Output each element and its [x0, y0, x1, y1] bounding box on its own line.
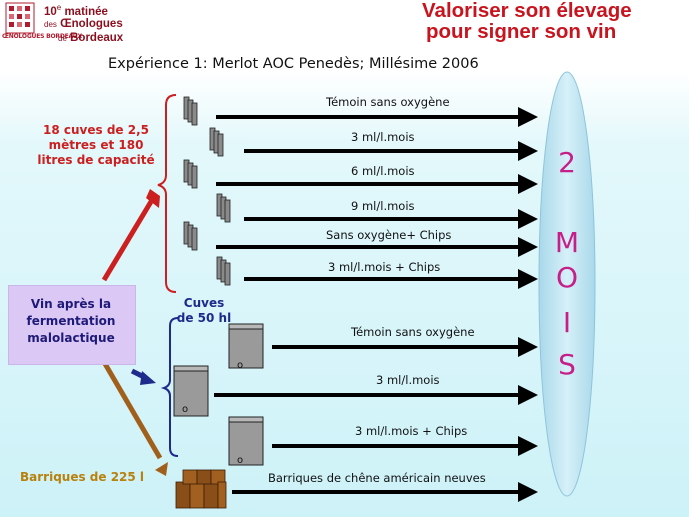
source-wine-line: Vin après la [30, 297, 112, 311]
source-wine-box [8, 285, 136, 365]
event-word: matinée [64, 5, 108, 18]
duration-letter: I [562, 306, 572, 339]
headline-line-2: pour signer son vin [426, 20, 617, 43]
header-bar [0, 0, 689, 52]
source-wine-line: fermentation [26, 314, 116, 328]
red-arrow [101, 189, 160, 282]
headline-line-1: Valoriser son élevage [422, 0, 632, 22]
slide-headline: Valoriser son élevage pour signer son vi… [422, 0, 632, 42]
barrel-stack-icon [175, 469, 227, 509]
treatment-label: 9 ml/l.mois [351, 199, 415, 213]
svg-text:o: o [237, 360, 243, 371]
large-tanks-label-line: Cuves [183, 296, 225, 310]
treatment-label: 3 ml/l.mois [376, 373, 440, 387]
treatment-label: 3 ml/l.mois + Chips [355, 424, 468, 438]
large-tank-icons: o o o [173, 323, 264, 466]
svg-text:o: o [237, 455, 243, 466]
treatment-label: 3 ml/l.mois + Chips [328, 260, 441, 274]
blue-arrow [130, 368, 156, 385]
small-tanks-note-line: litres de capacité [37, 153, 155, 167]
duration-number: 2 [558, 146, 576, 179]
treatment-label: Témoin sans oxygène [351, 325, 475, 339]
small-tanks-note: 18 cuves de 2,5 mètres et 180 litres de … [26, 123, 166, 168]
source-wine-line: malolactique [27, 331, 115, 345]
treatment-arrows [214, 107, 538, 502]
event-number: 10 [44, 5, 57, 18]
logo-caption: ŒNOLOGUES BORDEAUX [2, 33, 82, 40]
treatment-label: 6 ml/l.mois [351, 164, 415, 178]
duration-letter: S [558, 348, 576, 381]
treatment-label: Témoin sans oxygène [326, 95, 450, 109]
large-tanks-brace [160, 317, 179, 457]
event-title: 10e matinée des Œnologues de Bordeaux [44, 2, 123, 45]
barrels-label: Barriques de 225 l [20, 470, 145, 484]
large-tanks-label: Cuves de 50 hl [172, 296, 236, 326]
event-de: de [58, 33, 67, 43]
treatment-label: 3 ml/l.mois [351, 130, 415, 144]
large-tanks-label-line: de 50 hl [176, 311, 232, 325]
small-tanks-note-line: 18 cuves de 2,5 [43, 123, 149, 137]
brown-arrow [101, 360, 168, 476]
svg-text:o: o [182, 404, 188, 415]
small-tanks-note-line: mètres et 180 [48, 138, 144, 152]
small-tanks-icons [183, 96, 231, 286]
duration-letter: O [555, 261, 579, 294]
treatment-label: Barriques de chêne américain neuves [268, 471, 486, 485]
small-tanks-brace [157, 94, 177, 293]
event-bordeaux: Bordeaux [70, 31, 124, 44]
event-des: des [44, 20, 57, 30]
duration-letter: M [554, 226, 580, 259]
source-wine-label: Vin après la fermentation malolactique [8, 296, 134, 347]
treatment-label: Sans oxygène+ Chips [326, 228, 452, 242]
event-number-suffix: e [56, 3, 62, 12]
duration-oval [538, 71, 596, 497]
event-oenologues: Œnologues [60, 18, 123, 31]
experiment-title: Expérience 1: Merlot AOC Penedès; Millés… [108, 56, 479, 72]
